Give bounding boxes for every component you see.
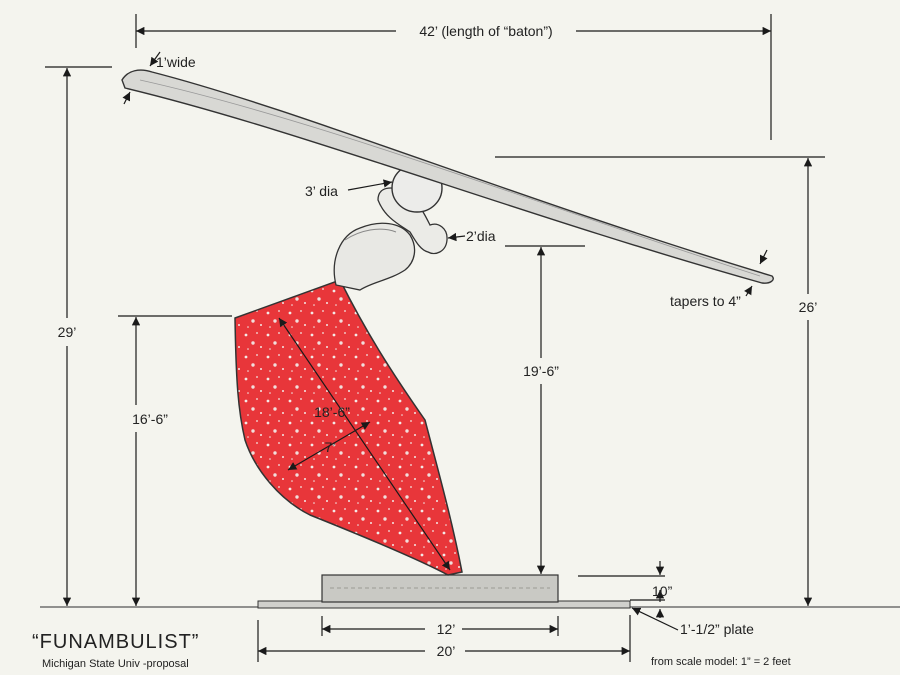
- label-height-total: 29’: [58, 324, 77, 340]
- base-block: [321, 574, 559, 603]
- label-height-arm: 19’-6”: [523, 363, 559, 379]
- label-head-dia: 3’ dia: [305, 183, 338, 199]
- label-height-body: 16’-6”: [132, 411, 168, 427]
- label-arm-dia: 2’dia: [466, 228, 496, 244]
- label-base-width: 12’: [437, 621, 456, 637]
- label-tapers: tapers to 4”: [670, 293, 741, 309]
- label-body-diag: 18’-6”: [314, 404, 350, 420]
- scale-note: from scale model: 1” = 2 feet: [651, 656, 791, 668]
- label-baton-length: 42’ (length of “baton”): [419, 23, 552, 39]
- label-base-height: 10”: [652, 583, 673, 599]
- label-plate: 1’-1/2” plate: [680, 621, 754, 637]
- subtitle: Michigan State Univ -proposal: [42, 658, 189, 670]
- label-height-baton-end: 26’: [799, 299, 818, 315]
- figure-shoulder: [333, 222, 416, 291]
- figure-body: [234, 279, 463, 576]
- label-plate-width: 20’: [437, 643, 456, 659]
- label-body-width: 7’: [325, 439, 336, 455]
- title: “FUNAMBULIST”: [32, 631, 199, 653]
- baton: [121, 69, 774, 284]
- label-baton-width: 1’wide: [156, 54, 196, 70]
